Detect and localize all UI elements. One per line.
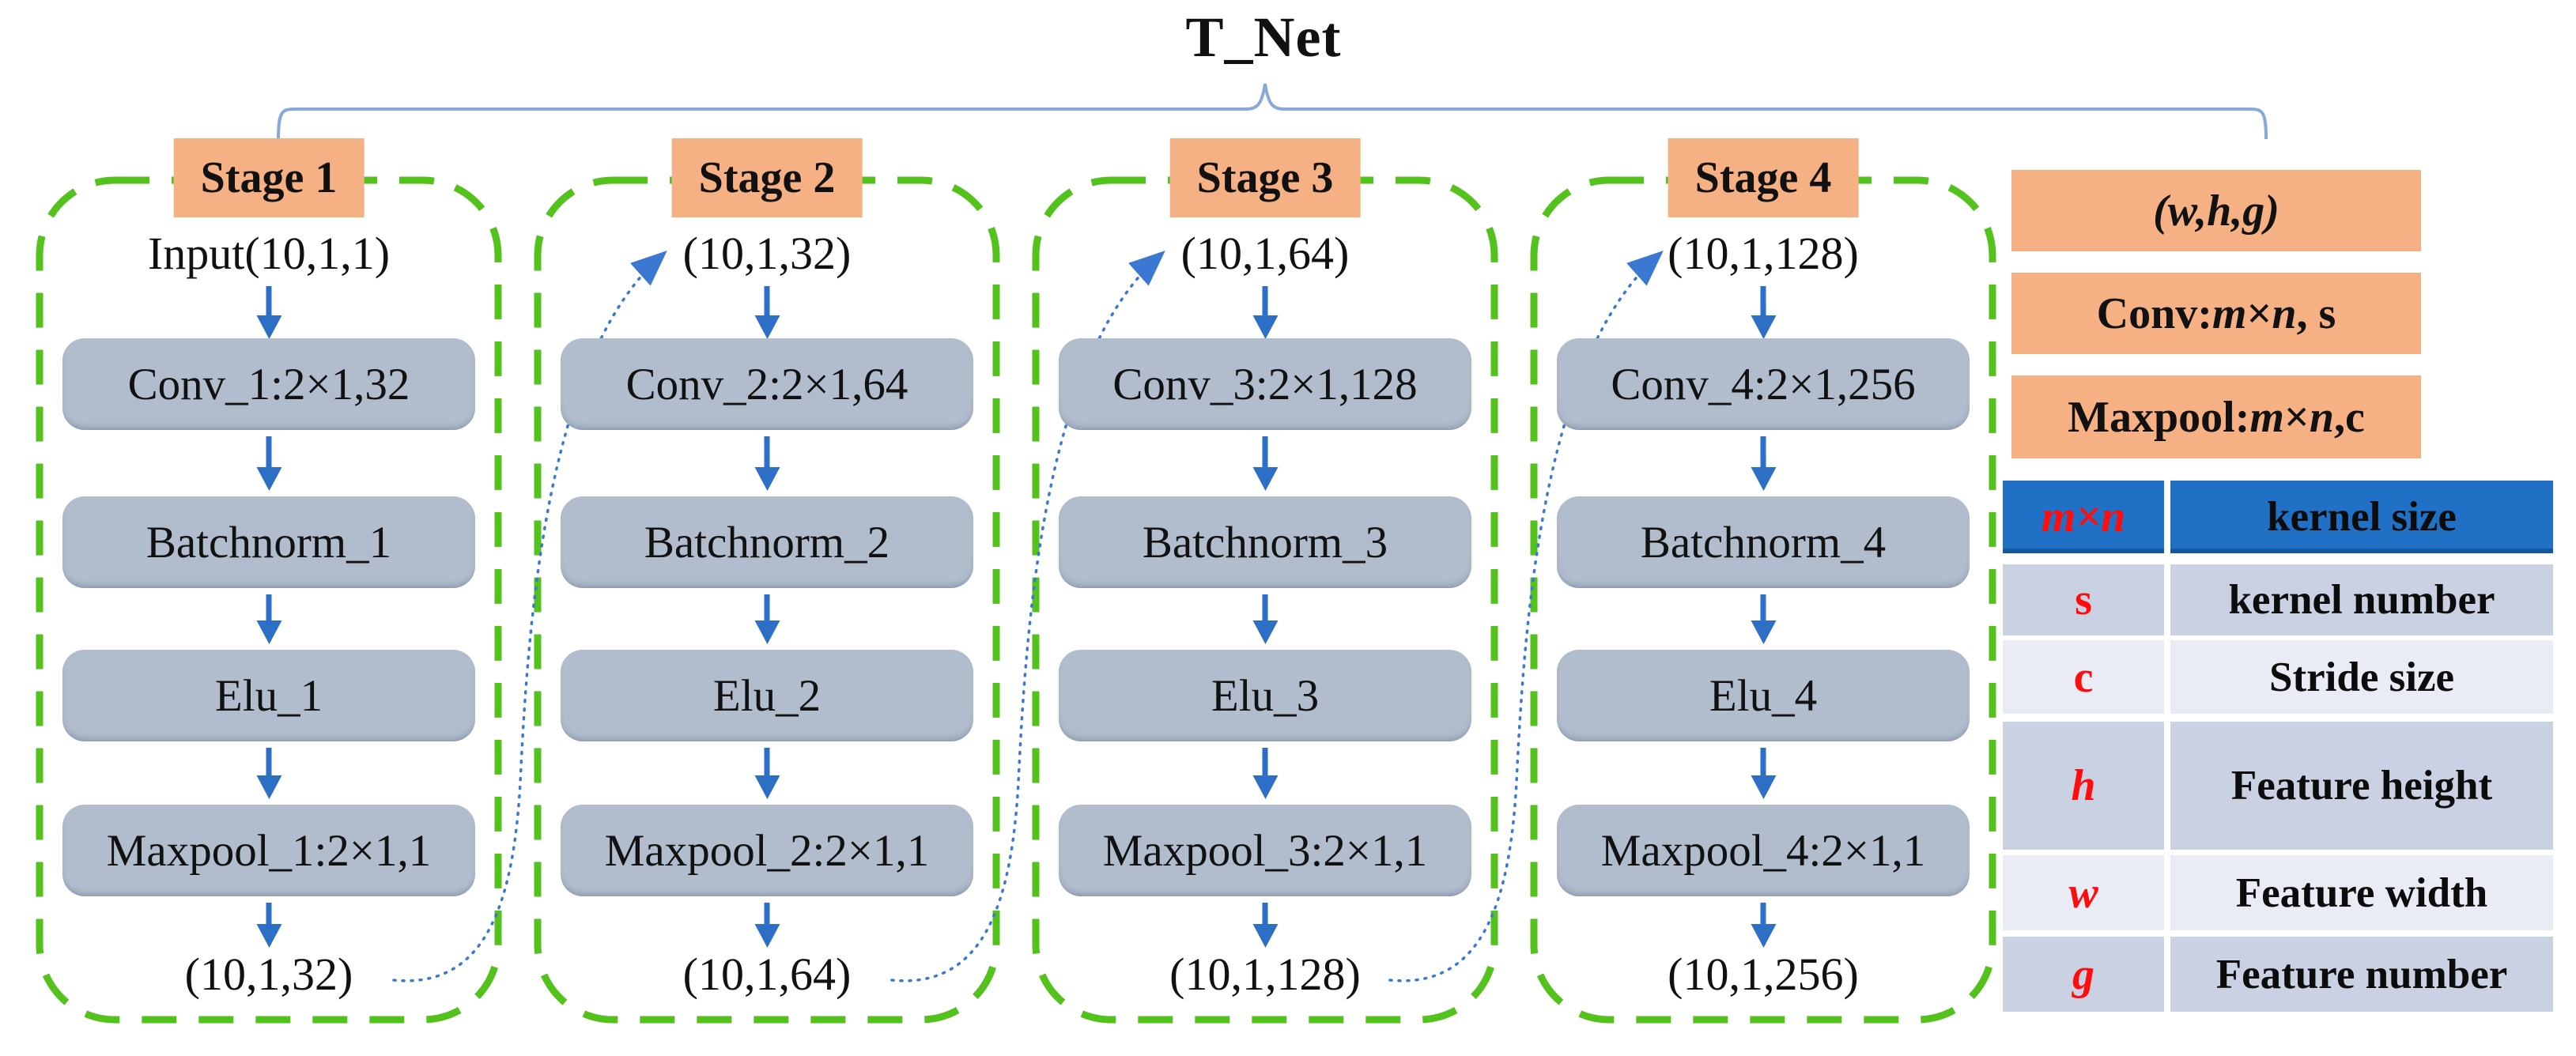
stage-4-batchnorm-box: Batchnorm_4 xyxy=(1557,496,1970,588)
stage-2-header: Stage 2 xyxy=(671,138,863,217)
stage-2-maxpool-box: Maxpool_2:2×1,1 xyxy=(561,805,973,896)
stage-4-input-shape: (10,1,128) xyxy=(1668,228,1859,279)
stage-2-elu-box: Elu_2 xyxy=(561,650,973,741)
down-arrow-icon xyxy=(266,286,272,316)
down-arrow-icon xyxy=(764,594,770,621)
tnet-brace-line xyxy=(277,83,2268,141)
legend-maxpool-n: n xyxy=(2309,392,2334,442)
stage-4-outline xyxy=(1530,176,1996,1024)
meaning-cell: kernel size xyxy=(2170,481,2553,553)
stage-1-header: Stage 1 xyxy=(173,138,364,217)
legend-maxpool-prefix: Maxpool: xyxy=(2068,392,2250,442)
down-arrow-icon xyxy=(764,903,770,925)
down-arrow-icon xyxy=(764,436,770,468)
down-arrow-icon xyxy=(1760,748,1766,776)
table-row: c Stride size xyxy=(2003,640,2553,714)
page-title: T_Net xyxy=(1185,6,1342,69)
down-arrow-icon xyxy=(266,748,272,776)
legend-shape-chip: (w,h,g) xyxy=(2011,170,2421,251)
down-arrow-icon xyxy=(1760,436,1766,468)
legend-maxpool-suffix: ,c xyxy=(2334,392,2365,442)
stage-2-conv-box: Conv_2:2×1,64 xyxy=(561,338,973,430)
legend-conv-chip: Conv:m×n, s xyxy=(2011,273,2421,354)
down-arrow-icon xyxy=(1262,436,1268,468)
stage-2-outline xyxy=(534,176,1000,1024)
down-arrow-icon xyxy=(1760,286,1766,316)
symbol-cell: g xyxy=(2003,937,2164,1012)
meaning-cell: Feature width xyxy=(2170,855,2553,930)
down-arrow-icon xyxy=(266,903,272,925)
table-row: w Feature width xyxy=(2003,855,2553,930)
stage-3-column: Stage 3 (10,1,64) Conv_3:2×1,128 Batchno… xyxy=(1036,0,1494,1056)
stage-1-output-shape: (10,1,32) xyxy=(184,949,353,1000)
stage-1-elu-box: Elu_1 xyxy=(62,650,475,741)
stage-1-outline xyxy=(36,176,502,1024)
legend-conv-prefix: Conv: xyxy=(2096,289,2212,338)
symbol-cell: s xyxy=(2003,564,2164,635)
stage-2-column: Stage 2 (10,1,32) Conv_2:2×1,64 Batchnor… xyxy=(538,0,996,1056)
stage-2-input-shape: (10,1,32) xyxy=(682,228,852,279)
stage-1-batchnorm-box: Batchnorm_1 xyxy=(62,496,475,588)
stage-3-maxpool-box: Maxpool_3:2×1,1 xyxy=(1059,805,1471,896)
meaning-cell: Feature number xyxy=(2170,937,2553,1012)
stage-4-header: Stage 4 xyxy=(1668,138,1859,217)
table-row: h Feature height xyxy=(2003,722,2553,850)
table-row: g Feature number xyxy=(2003,937,2553,1012)
stage-4-elu-box: Elu_4 xyxy=(1557,650,1970,741)
symbol-cell: c xyxy=(2003,640,2164,714)
stage-1-input-shape: Input(10,1,1) xyxy=(147,228,391,279)
meaning-cell: Feature height xyxy=(2170,722,2553,850)
stage-1-conv-box: Conv_1:2×1,32 xyxy=(62,338,475,430)
legend-maxpool-m: m xyxy=(2249,392,2284,442)
down-arrow-icon xyxy=(266,436,272,468)
stage-3-input-shape: (10,1,64) xyxy=(1180,228,1350,279)
down-arrow-icon xyxy=(1262,748,1268,776)
stage-2-batchnorm-box: Batchnorm_2 xyxy=(561,496,973,588)
down-arrow-icon xyxy=(1262,286,1268,316)
stage-4-conv-box: Conv_4:2×1,256 xyxy=(1557,338,1970,430)
meaning-cell: kernel number xyxy=(2170,564,2553,635)
legend-conv-times: × xyxy=(2246,289,2272,338)
stage-3-output-shape: (10,1,128) xyxy=(1169,949,1361,1000)
table-row: s kernel number xyxy=(2003,564,2553,635)
down-arrow-icon xyxy=(1760,903,1766,925)
stage-3-conv-box: Conv_3:2×1,128 xyxy=(1059,338,1471,430)
legend-maxpool-chip: Maxpool:m×n,c xyxy=(2011,375,2421,458)
down-arrow-icon xyxy=(764,286,770,316)
down-arrow-icon xyxy=(1262,594,1268,621)
stage-3-outline xyxy=(1032,176,1498,1024)
stage-3-header: Stage 3 xyxy=(1169,138,1361,217)
legend-conv-suffix: , s xyxy=(2296,289,2336,338)
down-arrow-icon xyxy=(764,748,770,776)
stage-3-batchnorm-box: Batchnorm_3 xyxy=(1059,496,1471,588)
stage-1-column: Stage 1 Input(10,1,1) Conv_1:2×1,32 Batc… xyxy=(40,0,498,1056)
down-arrow-icon xyxy=(1262,903,1268,925)
symbol-legend-table: m×n kernel size s kernel number c Stride… xyxy=(2003,476,2553,1012)
legend-conv-m: m xyxy=(2212,289,2247,338)
meaning-cell: Stride size xyxy=(2170,640,2553,714)
legend-maxpool-times: × xyxy=(2283,392,2310,442)
stage-2-output-shape: (10,1,64) xyxy=(682,949,852,1000)
stage-4-output-shape: (10,1,256) xyxy=(1668,949,1859,1000)
stage-3-elu-box: Elu_3 xyxy=(1059,650,1471,741)
stage-4-maxpool-box: Maxpool_4:2×1,1 xyxy=(1557,805,1970,896)
stage-4-column: Stage 4 (10,1,128) Conv_4:2×1,256 Batchn… xyxy=(1534,0,1992,1056)
down-arrow-icon xyxy=(266,594,272,621)
symbol-cell: m×n xyxy=(2003,481,2164,553)
symbol-cell: h xyxy=(2003,722,2164,850)
table-row: m×n kernel size xyxy=(2003,481,2553,553)
down-arrow-icon xyxy=(1760,594,1766,621)
stage-1-maxpool-box: Maxpool_1:2×1,1 xyxy=(62,805,475,896)
symbol-cell: w xyxy=(2003,855,2164,930)
legend-conv-n: n xyxy=(2272,289,2297,338)
